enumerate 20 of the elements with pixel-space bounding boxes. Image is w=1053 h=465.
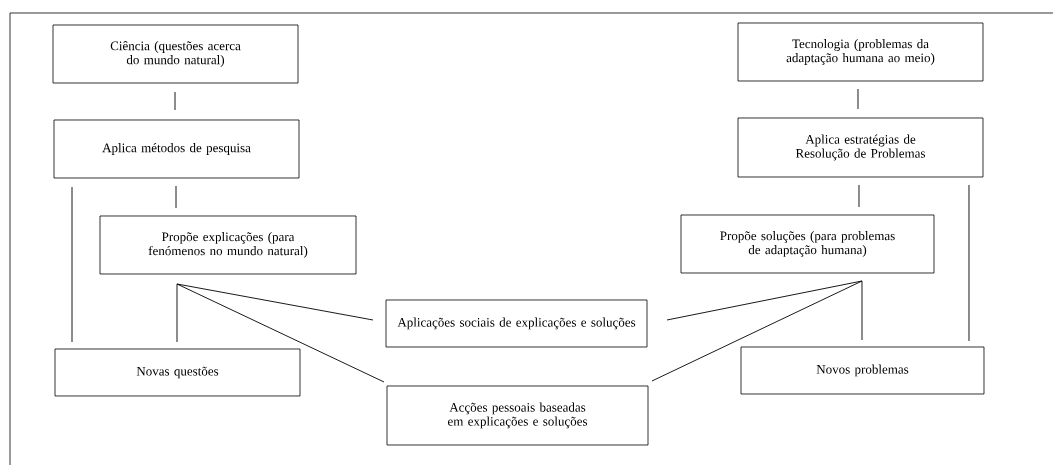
connector-line [861, 280, 863, 341]
text-box: Novas questões [54, 348, 301, 397]
text-box: Propõe soluções (para problemas de adaptação humana) [680, 214, 935, 274]
text-box: Ciência (questões acerca do mundo natural) [52, 24, 299, 84]
connector-line [176, 283, 385, 383]
connector-line [174, 91, 176, 111]
connector-line [857, 88, 859, 110]
text-box: Novos problemas [740, 346, 985, 395]
text-box: Tecnologia (problemas da adaptação humana ao meio) [737, 22, 984, 82]
connector-line [968, 184, 970, 342]
text-box: Propõe explicações (para fenómenos no mundo natural) [99, 215, 357, 275]
text-box: Acções pessoais baseadas em explicações e soluções [386, 385, 649, 446]
connector-line [176, 283, 178, 343]
text-box: Aplicações sociais de explicações e soluções [385, 299, 648, 348]
connector-line [71, 186, 73, 343]
text-box: Aplica métodos de pesquisa [53, 119, 300, 179]
text-box: Aplica estratégias de Resolução de Problemas [737, 117, 984, 178]
connector-line [651, 280, 863, 382]
connector-line [175, 185, 177, 209]
connector-line [858, 184, 860, 208]
